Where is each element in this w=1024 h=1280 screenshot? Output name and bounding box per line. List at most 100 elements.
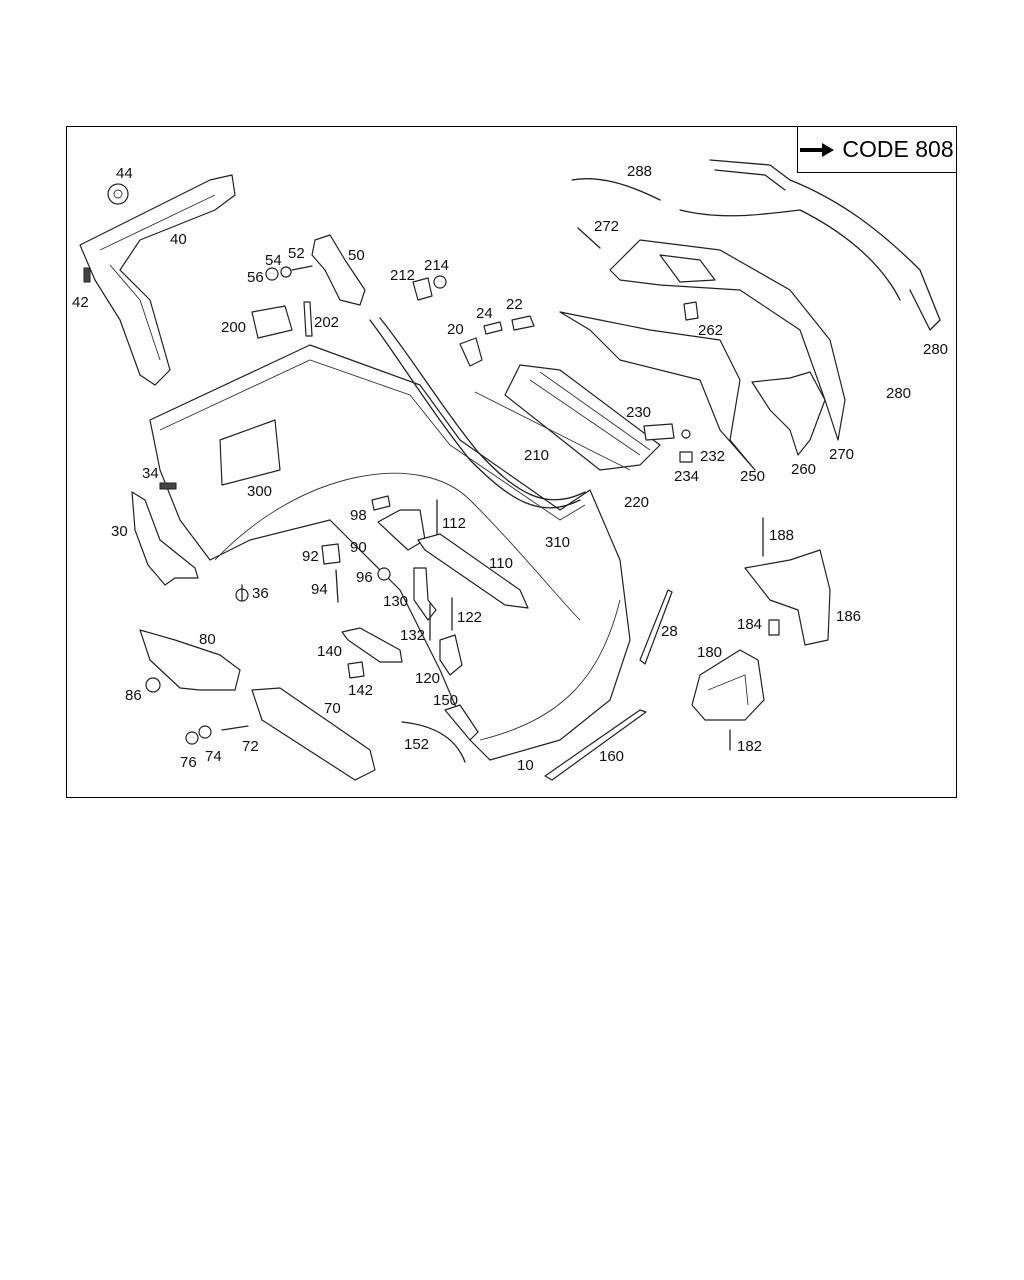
callout-234: 234	[674, 468, 699, 485]
part-clip-22	[511, 315, 535, 331]
callout-202: 202	[314, 314, 339, 331]
callout-112: 112	[442, 515, 466, 532]
callout-250: 250	[740, 468, 765, 485]
part-bracket-80	[139, 629, 241, 691]
part-bracket-140	[341, 627, 403, 663]
callout-130: 130	[383, 593, 408, 610]
callout-92: 92	[302, 548, 319, 565]
part-bracket-260	[751, 371, 826, 456]
part-bar-110	[417, 533, 529, 609]
part-fasteners-52-56	[265, 265, 313, 281]
callout-94: 94	[311, 581, 328, 598]
part-strip-152	[401, 721, 466, 763]
part-clip-262	[683, 301, 699, 321]
callout-142: 142	[348, 682, 373, 699]
callout-140: 140	[317, 643, 342, 660]
callout-76: 76	[180, 754, 197, 771]
callout-132: 132	[400, 627, 425, 644]
callout-210: 210	[524, 447, 549, 464]
part-strip-160	[544, 709, 647, 781]
part-screw-34	[159, 482, 177, 490]
part-washer-74	[198, 725, 212, 739]
part-bracket-150	[444, 704, 479, 741]
callout-300: 300	[247, 483, 272, 500]
part-clip-142	[347, 661, 365, 679]
part-clip-92	[321, 543, 341, 565]
callout-184: 184	[737, 616, 762, 633]
part-screw-96	[377, 567, 391, 581]
callout-272: 272	[594, 218, 619, 235]
part-strip-280	[709, 159, 941, 331]
callout-188: 188	[769, 527, 794, 544]
part-bracket-70	[251, 687, 376, 781]
callout-42: 42	[72, 294, 89, 311]
part-trim-270	[609, 239, 846, 441]
callout-180: 180	[697, 644, 722, 661]
part-nut-76	[185, 731, 199, 745]
callout-70: 70	[324, 700, 341, 717]
callout-52: 52	[288, 245, 305, 262]
callout-280-lower: 280	[886, 385, 911, 402]
part-bracket-40	[79, 174, 236, 386]
callout-232: 232	[700, 448, 725, 465]
part-clip-20	[459, 337, 483, 367]
callout-152: 152	[404, 736, 429, 753]
part-bracket-120	[439, 634, 463, 676]
callout-214: 214	[424, 257, 449, 274]
callout-270: 270	[829, 446, 854, 463]
callout-24: 24	[476, 305, 493, 322]
callout-72: 72	[242, 738, 259, 755]
part-housing-180	[691, 649, 765, 721]
code-label: CODE 808	[842, 136, 954, 162]
part-clip-184	[768, 619, 780, 636]
diagram-frame	[66, 126, 957, 798]
callout-220: 220	[624, 494, 649, 511]
callout-80: 80	[199, 631, 216, 648]
part-diffuser-210	[504, 364, 661, 471]
part-bolt-72	[221, 725, 249, 731]
callout-56: 56	[247, 269, 264, 286]
part-bracket-50	[311, 234, 366, 306]
part-clip-98	[371, 495, 391, 511]
part-bracket-186	[744, 549, 831, 646]
callout-122: 122	[457, 609, 482, 626]
callout-22: 22	[506, 296, 523, 313]
part-screw-42	[83, 267, 91, 283]
callout-10: 10	[517, 757, 534, 774]
part-sensor-212	[412, 277, 433, 301]
callout-160: 160	[599, 748, 624, 765]
callout-28: 28	[661, 623, 678, 640]
part-nut-44	[107, 183, 129, 205]
callout-120: 120	[415, 670, 440, 687]
callout-34: 34	[142, 465, 159, 482]
part-bumper-cover-300	[149, 344, 631, 761]
part-pin-272	[577, 227, 601, 249]
callout-200: 200	[221, 319, 246, 336]
callout-212: 212	[390, 267, 415, 284]
part-clip-234	[679, 451, 693, 463]
callout-54: 54	[265, 252, 282, 269]
part-screw-36	[235, 584, 249, 602]
part-cover-200	[251, 305, 293, 339]
part-trim-250	[559, 311, 756, 471]
callout-30: 30	[111, 523, 128, 540]
callout-20: 20	[447, 321, 464, 338]
part-strip-288	[571, 178, 901, 301]
part-ring-214	[433, 275, 447, 289]
part-clip-232	[681, 429, 691, 439]
part-strip-310	[369, 317, 586, 509]
callout-262: 262	[698, 322, 723, 339]
arrow-right-icon	[800, 142, 835, 157]
callout-260: 260	[791, 461, 816, 478]
part-washer-86	[145, 677, 161, 693]
part-pin-94	[335, 569, 339, 603]
callout-310: 310	[545, 534, 570, 551]
callout-288: 288	[627, 163, 652, 180]
part-strip-202	[303, 301, 313, 337]
part-clip-24	[483, 321, 503, 335]
callout-96: 96	[356, 569, 373, 586]
part-bracket-30	[131, 491, 199, 586]
callout-86: 86	[125, 687, 142, 704]
callout-44: 44	[116, 165, 133, 182]
